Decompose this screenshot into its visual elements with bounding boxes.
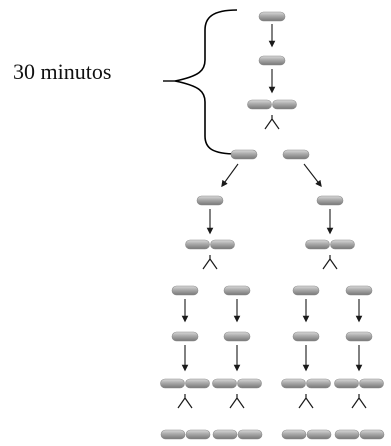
daughter-cell (334, 429, 360, 440)
bacterium-cell (171, 285, 199, 296)
time-label: 30 minutos (13, 59, 112, 84)
daughter-cell (281, 429, 307, 440)
split-symbol (229, 394, 245, 409)
bacterium-cell (230, 149, 258, 160)
daughter-cell (359, 429, 385, 440)
daughter-cell (212, 429, 238, 440)
dividing-cell-right (359, 378, 384, 389)
split-symbol (177, 394, 193, 409)
split-symbol (264, 115, 280, 130)
arrow (221, 163, 239, 188)
dividing-cell-right (330, 239, 355, 250)
split-symbol (322, 255, 338, 270)
bacterium-cell (292, 331, 320, 342)
split-symbol (202, 255, 218, 270)
dividing-cell-right (185, 378, 210, 389)
bacterium-cell (292, 285, 320, 296)
dividing-cell-left (185, 239, 210, 250)
bacterium-cell (223, 285, 251, 296)
daughter-cell (306, 429, 332, 440)
bacterium-cell (345, 285, 373, 296)
brace (174, 9, 238, 155)
bacterium-cell (171, 331, 199, 342)
bacterium-cell (282, 149, 310, 160)
split-symbol (298, 394, 314, 409)
dividing-cell-left (305, 239, 330, 250)
bacterium-cell (258, 55, 286, 66)
dividing-cell-right (210, 239, 235, 250)
dividing-cell-left (281, 378, 306, 389)
daughter-cell (160, 429, 186, 440)
arrow (303, 163, 322, 188)
dividing-cell-left (334, 378, 359, 389)
bacterium-cell (258, 11, 286, 22)
daughter-cell (237, 429, 263, 440)
dividing-cell-right (306, 378, 331, 389)
daughter-cell (185, 429, 211, 440)
dividing-cell-left (212, 378, 237, 389)
bacterium-cell (223, 331, 251, 342)
dividing-cell-left (160, 378, 185, 389)
dividing-cell-right (237, 378, 262, 389)
dividing-cell-left (247, 99, 272, 110)
split-symbol (351, 394, 367, 409)
bacterium-cell (196, 195, 224, 206)
bacterium-cell (316, 195, 344, 206)
bacterium-cell (345, 331, 373, 342)
dividing-cell-right (272, 99, 297, 110)
